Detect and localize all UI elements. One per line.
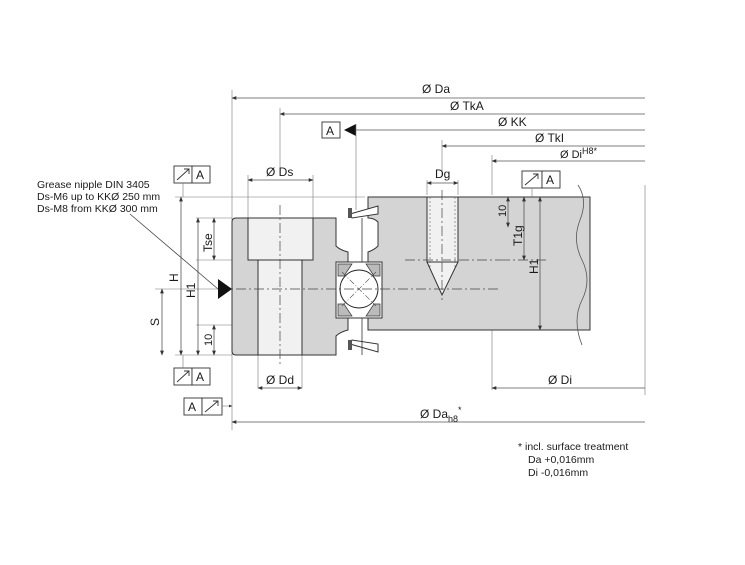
vertical-dimensions-left: S H H1 Tse 10 xyxy=(148,196,216,356)
bottom-dimensions: Ø Dd Ø Di Ø Dah8* xyxy=(231,373,645,424)
runout-frame-da: A xyxy=(183,397,233,416)
runout-icon xyxy=(176,168,190,181)
runout-icon xyxy=(524,173,539,186)
label-h1-left: H1 xyxy=(184,282,198,298)
grease-note-line1: Grease nipple DIN 3405 xyxy=(37,179,150,191)
label-h1-right: H1 xyxy=(527,258,541,274)
footnote: * incl. surface treatment Da +0,016mm Di… xyxy=(518,441,628,479)
label-ten-right: 10 xyxy=(497,205,509,217)
grease-nipple-callout: Grease nipple DIN 3405 Ds-M6 up to KKØ 2… xyxy=(37,179,232,299)
label-tki: Ø TkI xyxy=(535,131,564,145)
diameter-dimensions: Ø Da Ø TkA Ø KK Ø TkI Ø DiH8* xyxy=(231,82,645,163)
runout-da-datum: A xyxy=(188,400,196,414)
label-di: Ø Di xyxy=(548,373,572,387)
outer-hole-counterbore xyxy=(247,217,314,261)
label-dd: Ø Dd xyxy=(266,373,294,387)
kk-arrow xyxy=(344,124,356,136)
runout-icon xyxy=(176,370,190,383)
label-dg: Dg xyxy=(435,167,450,181)
bottom-seal xyxy=(349,339,379,353)
runout-icon xyxy=(204,400,219,413)
runout-bottom-left-datum: A xyxy=(196,370,204,384)
runout-frame-bottom-left: A xyxy=(173,355,211,386)
runout-frame-top-left: A xyxy=(173,165,211,197)
label-di-h8: Ø Di xyxy=(560,149,582,161)
grease-note-line2: Ds-M6 up to KKØ 250 mm xyxy=(37,191,160,203)
break-line xyxy=(576,184,588,346)
runout-frame-top-right: A xyxy=(521,170,561,197)
label-t1g: T1g xyxy=(511,225,525,246)
footnote-line3: Di -0,016mm xyxy=(528,467,588,479)
label-tka: Ø TkA xyxy=(450,99,484,113)
runout-top-left-datum: A xyxy=(196,168,204,182)
label-da-h8-sup: * xyxy=(458,405,462,415)
label-da-h8-sub: h8 xyxy=(448,414,458,424)
svg-text:Ø DiH8*: Ø DiH8* xyxy=(560,146,598,161)
svg-text:Ø Dah8*: Ø Dah8* xyxy=(420,405,462,424)
label-kk: Ø KK xyxy=(498,115,527,129)
label-di-h8-sup: H8* xyxy=(582,146,598,156)
inner-threaded-hole xyxy=(426,196,459,263)
label-da: Ø Da xyxy=(422,82,450,96)
ring-cross-section xyxy=(231,196,591,356)
label-s: S xyxy=(148,318,162,326)
drill-tip xyxy=(426,261,459,297)
grease-note-line3: Ds-M8 from KKØ 300 mm xyxy=(37,203,158,215)
label-h: H xyxy=(167,273,181,282)
label-tse: Tse xyxy=(201,233,215,252)
footnote-line1: * incl. surface treatment xyxy=(518,441,628,453)
grease-nipple-arrow-icon xyxy=(218,279,232,299)
label-ten-left: 10 xyxy=(203,334,215,346)
upper-dimensions: Ø Ds Dg xyxy=(247,165,459,185)
label-da-h8: Ø Da xyxy=(420,407,448,421)
label-ds: Ø Ds xyxy=(266,165,293,179)
runout-top-right-datum: A xyxy=(546,173,554,187)
datum-kk-label: A xyxy=(326,124,334,138)
datum-frame-kk: A xyxy=(321,121,341,139)
footnote-line2: Da +0,016mm xyxy=(528,454,594,466)
inner-ring-section xyxy=(367,196,591,331)
vertical-dimensions-right: 10 T1g H1 xyxy=(497,196,542,331)
